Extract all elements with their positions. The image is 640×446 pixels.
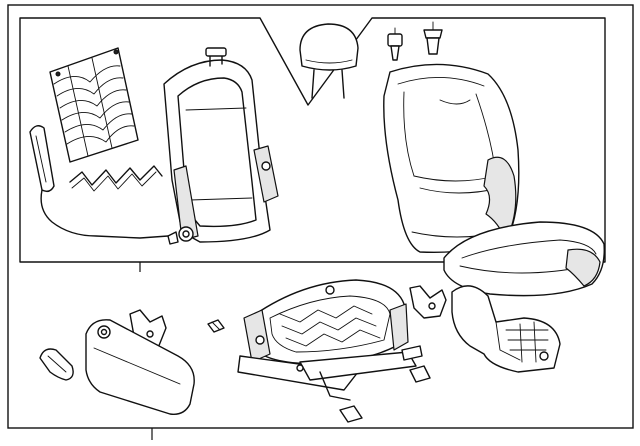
seat-cushion-frame: [237, 279, 423, 401]
seat-back-group-box: [19, 17, 606, 263]
wavy-spring-wire: [69, 165, 163, 186]
headrest-guide-left: [387, 27, 403, 61]
headrest-guide-right: [423, 21, 443, 55]
slide-cap-right: [409, 365, 431, 383]
side-shield-inner: [85, 319, 195, 415]
lumbar-pad-with-cable: [29, 125, 179, 245]
clip-small-left: [207, 319, 225, 333]
recliner-handle: [39, 348, 74, 381]
lumbar-spring-mat: [49, 47, 139, 163]
slide-cap-bottom: [339, 405, 363, 423]
seatback-cover: [383, 63, 520, 253]
outer-frame: [7, 4, 634, 429]
seat-cushion-cover: [443, 221, 605, 297]
side-shield-outer: [451, 285, 561, 373]
headrest: [299, 23, 359, 99]
seatback-frame: [163, 47, 279, 243]
recliner-bracket: [409, 285, 447, 319]
